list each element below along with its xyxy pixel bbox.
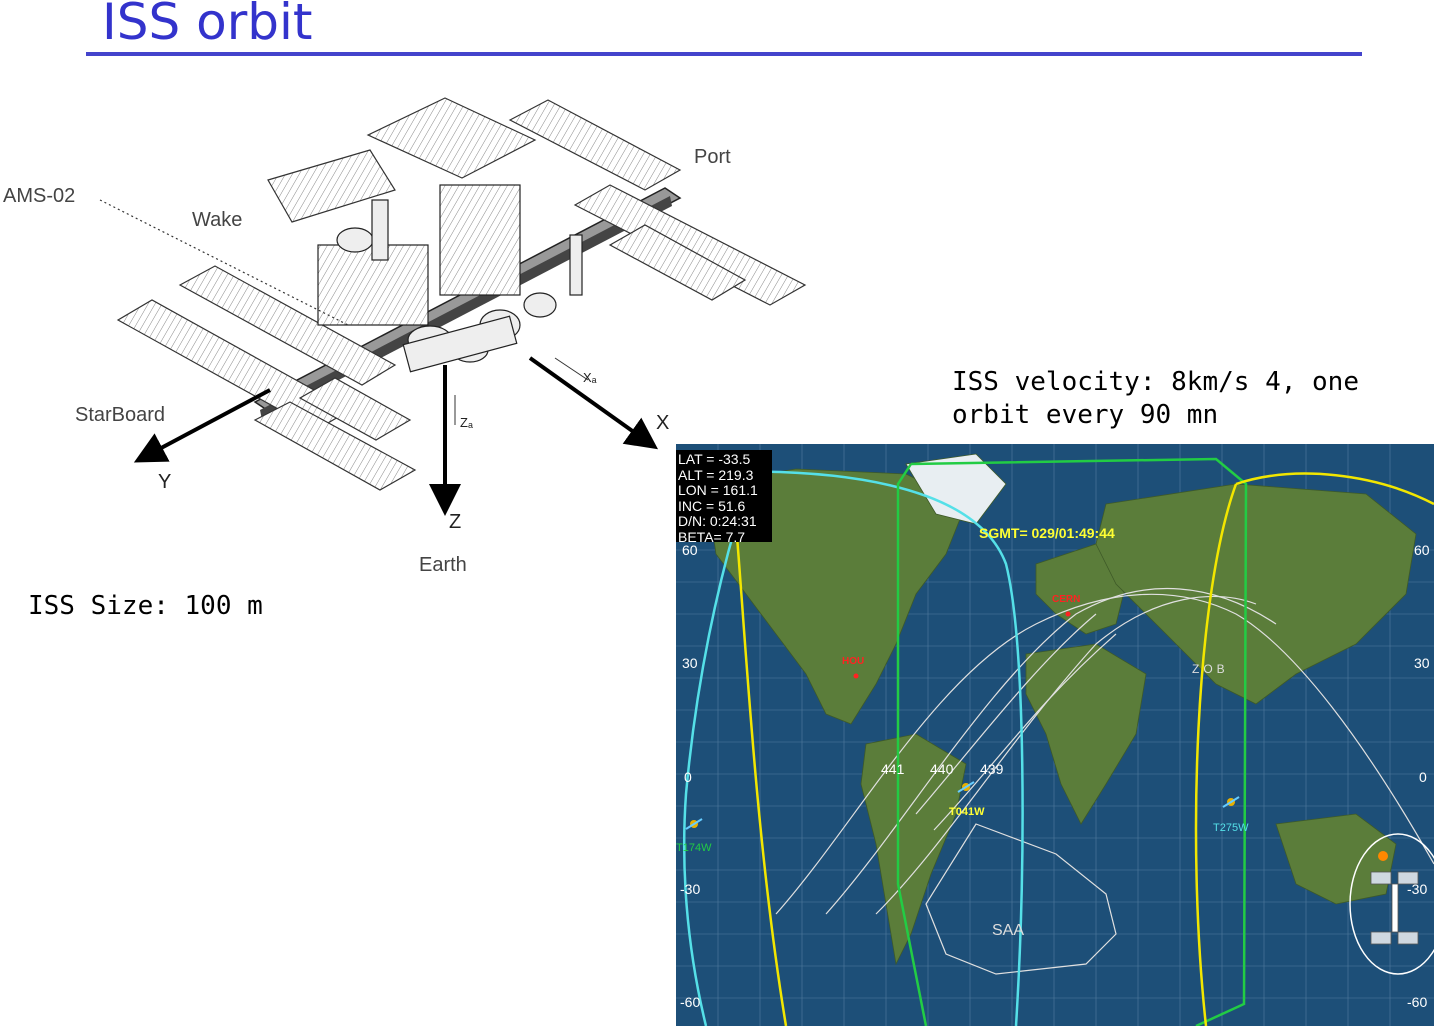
- cyan-visibility-track: [676, 470, 1024, 1026]
- axis-xa-label: Xₐ: [583, 370, 597, 385]
- ams-pointer: [99, 199, 349, 326]
- lat-tick-left-neg30: -30: [680, 881, 701, 897]
- port-label: Port: [694, 146, 731, 168]
- satellite-icons: [685, 781, 1240, 830]
- yellow-visibility-track: [734, 472, 1434, 1026]
- pressurized-modules: [317, 184, 583, 373]
- saa-label: SAA: [992, 922, 1025, 939]
- iss-size-text: ISS Size: 100 m: [28, 591, 263, 621]
- station-inset-icon: [1370, 871, 1419, 945]
- lat-tick-right-neg60: -60: [1407, 994, 1428, 1010]
- telemetry-box: LAT = -33.5 ALT = 219.3 LON = 161.1 INC …: [676, 450, 772, 544]
- axis-x-label: X: [656, 412, 670, 434]
- iss-drawing: [99, 97, 807, 516]
- axes: [133, 356, 659, 516]
- telemetry-dn: D/N: 0:24:31: [678, 513, 757, 529]
- telemetry-alt: ALT = 219.3: [678, 466, 754, 483]
- wake-label: Wake: [192, 209, 243, 231]
- lat-tick-right-60: 60: [1414, 542, 1430, 558]
- station-inset-ring: [1349, 833, 1434, 975]
- lat-tick-right-neg30: -30: [1407, 881, 1428, 897]
- telemetry-beta: BETA= 7.7: [678, 528, 746, 545]
- hou-marker: [853, 673, 859, 679]
- title-rule: [86, 52, 1362, 56]
- axis-z-label: Z: [449, 511, 462, 533]
- lat-tick-left-30: 30: [682, 655, 698, 671]
- telemetry-inc: INC = 51.6: [678, 497, 746, 514]
- ground-track-map: LAT = -33.5 ALT = 219.3 LON = 161.1 INC …: [676, 444, 1434, 1026]
- port-arrays: [267, 97, 807, 306]
- satellite-t275w-label: T275W: [1213, 822, 1249, 834]
- sgmt-time: SGMT= 029/01:49:44: [979, 525, 1115, 541]
- ams-label: AMS-02: [3, 185, 76, 207]
- sun-marker: [1378, 851, 1388, 861]
- orbit-number-441: 441: [881, 761, 905, 777]
- iss-diagram: AMS-02 Wake Port StarBoard Earth X Y Z X…: [0, 80, 820, 600]
- cern-label: CERN: [1052, 594, 1081, 605]
- orbit-tracks: [775, 588, 1434, 975]
- slide-title: ISS orbit: [102, 0, 313, 51]
- satellite-t174w-label: T174W: [676, 842, 712, 854]
- axis-y-label: Y: [158, 471, 172, 493]
- lat-tick-left-0: 0: [684, 769, 692, 785]
- telemetry-lon: LON = 161.1: [678, 482, 758, 498]
- starboard-label: StarBoard: [75, 404, 166, 426]
- lat-tick-right-0: 0: [1419, 769, 1427, 785]
- lat-tick-right-30: 30: [1414, 655, 1430, 671]
- axis-za-label: Zₐ: [460, 415, 473, 430]
- starboard-arrays: [116, 265, 417, 491]
- satellite-t041w-label: T041W: [949, 806, 985, 818]
- orbit-number-439: 439: [980, 761, 1004, 777]
- lat-tick-left-60: 60: [682, 542, 698, 558]
- orbit-number-440: 440: [930, 761, 954, 777]
- cern-marker: [1065, 611, 1071, 617]
- telemetry-lat: LAT = -33.5: [678, 451, 751, 467]
- lat-tick-left-neg60: -60: [680, 994, 701, 1010]
- hou-label: HOU: [842, 656, 865, 667]
- green-visibility-track: [896, 457, 1248, 1026]
- earth-label: Earth: [419, 554, 467, 576]
- velocity-line-1: ISS velocity: 8km/s 4, one: [952, 367, 1359, 397]
- velocity-line-2: orbit every 90 mn: [952, 400, 1219, 430]
- zob-label: ZOB: [1192, 662, 1229, 676]
